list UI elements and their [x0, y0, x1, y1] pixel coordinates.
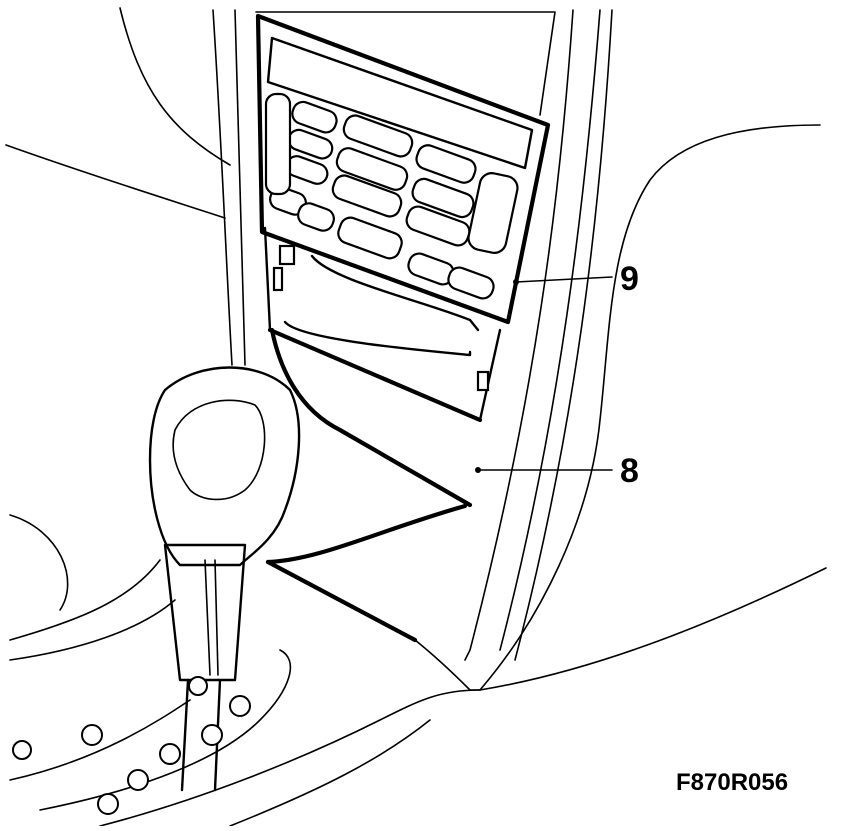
callout-8-label: 8 — [620, 452, 639, 490]
figure-code: F870R056 — [676, 769, 788, 796]
lower-storage-panel — [263, 226, 502, 643]
callout-8-dot — [475, 467, 481, 473]
callout-9-dot — [513, 279, 519, 285]
callout-8: 8 — [475, 452, 639, 490]
dashboard-outline — [5, 7, 827, 691]
climate-control-panel — [255, 13, 551, 325]
gear-lever — [148, 366, 301, 792]
callout-9-label: 9 — [620, 260, 639, 298]
callout-9: 9 — [513, 260, 639, 298]
console-frame — [212, 9, 613, 691]
shifter-gate — [9, 514, 481, 827]
